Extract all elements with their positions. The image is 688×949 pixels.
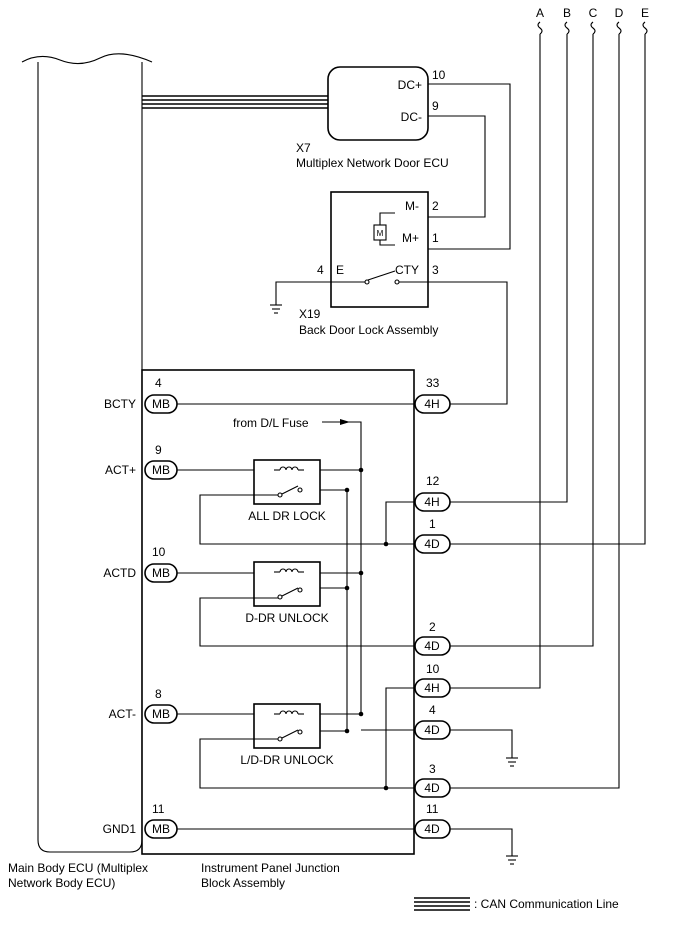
- ground-icon-backdoor: [270, 304, 282, 314]
- back-door-num-2: 2: [432, 199, 439, 213]
- left-pin-4: 4: [155, 376, 162, 390]
- left-conn-mb-10: MB: [152, 566, 170, 580]
- right-pin-10: 10: [426, 662, 440, 676]
- left-conn-mb-9: MB: [152, 463, 170, 477]
- right-conn-4d-1: 4D: [424, 537, 440, 551]
- back-door-pin-e: E: [336, 263, 344, 277]
- jb-junction-dots: [344, 467, 389, 791]
- ground-icon-4d11: [506, 855, 518, 865]
- door-ecu-pin-dcplus: DC+: [398, 78, 422, 92]
- left-pin-11: 11: [152, 802, 165, 816]
- jb-left-signals: BCTY ACT+ ACTD ACT- GND1: [103, 397, 137, 836]
- main-ecu-name-line2: Network Body ECU): [8, 876, 115, 890]
- back-door-code: X19: [299, 307, 321, 321]
- signal-actplus: ACT+: [105, 463, 136, 477]
- lock-motor-label: M: [377, 229, 384, 238]
- can-legend-text: : CAN Communication Line: [474, 897, 619, 911]
- lock-motor-icon: M: [373, 212, 395, 246]
- left-conn-mb-4: MB: [152, 397, 170, 411]
- column-letter-c: C: [589, 6, 598, 20]
- relay-d-dr-unlock-label: D-DR UNLOCK: [245, 611, 328, 625]
- can-legend: : CAN Communication Line: [414, 897, 619, 911]
- jb-left-connectors: MB 4 MB 9 MB 10 MB 8 MB 11: [144, 376, 178, 839]
- left-pin-8: 8: [155, 687, 162, 701]
- signal-bcty: BCTY: [104, 397, 136, 411]
- back-door-lock: M- M+ CTY E 2 1 3 4 M X19 Back Door Lock…: [299, 191, 439, 337]
- relay-ld-dr-unlock: L/D-DR UNLOCK: [240, 703, 334, 767]
- door-ecu-wires: [428, 83, 511, 250]
- right-conn-4d-4: 4D: [424, 723, 440, 737]
- right-pin-1: 1: [429, 517, 436, 531]
- right-conn-4h-10: 4H: [424, 681, 439, 695]
- left-pin-9: 9: [155, 443, 162, 457]
- ground-icon-4d4: [506, 757, 518, 767]
- door-ecu-box: [327, 66, 429, 141]
- back-door-pin-mminus: M-: [405, 199, 419, 213]
- door-ecu-pin-10: 10: [432, 68, 446, 82]
- right-pin-2: 2: [429, 620, 436, 634]
- right-pin-4: 4: [429, 703, 436, 717]
- right-pin-12: 12: [426, 474, 440, 488]
- jb-internal-wiring: [177, 403, 415, 830]
- jb-right-connectors: 4H 33 4H 12 4D 1 4D 2 4H 10 4D 4 4D 3 4D…: [414, 376, 451, 839]
- back-door-num-4: 4: [317, 263, 324, 277]
- junction-block-box: [141, 369, 415, 855]
- back-door-name: Back Door Lock Assembly: [299, 323, 438, 337]
- right-conn-4h-33: 4H: [424, 397, 439, 411]
- right-conn-4d-2: 4D: [424, 639, 440, 653]
- back-door-pin-cty: CTY: [395, 263, 419, 277]
- column-breaks: [537, 21, 648, 35]
- left-conn-mb-11: MB: [152, 822, 170, 836]
- column-letter-b: B: [563, 6, 571, 20]
- column-letter-a: A: [536, 6, 544, 20]
- relay-ld-dr-unlock-label: L/D-DR UNLOCK: [240, 753, 333, 767]
- door-ecu-name: Multiplex Network Door ECU: [296, 156, 449, 170]
- relay-all-dr-lock-label: ALL DR LOCK: [248, 509, 326, 523]
- right-pin-11: 11: [426, 802, 439, 816]
- relay-all-dr-lock: ALL DR LOCK: [248, 459, 326, 523]
- relay-d-dr-unlock: D-DR UNLOCK: [245, 561, 329, 625]
- right-conn-4d-3: 4D: [424, 781, 440, 795]
- back-door-num-1: 1: [432, 231, 439, 245]
- back-door-pin-mplus: M+: [402, 231, 419, 245]
- left-conn-mb-8: MB: [152, 707, 170, 721]
- door-ecu: DC+ DC- 10 9 X7 Multiplex Network Door E…: [296, 66, 449, 170]
- right-conn-4d-11: 4D: [424, 822, 440, 836]
- jb-name-line1: Instrument Panel Junction: [201, 861, 340, 875]
- main-body-ecu-outline: [37, 62, 143, 853]
- back-door-wires: [275, 281, 508, 405]
- signal-gnd1: GND1: [103, 822, 137, 836]
- main-ecu-name-line1: Main Body ECU (Multiplex: [8, 861, 148, 875]
- column-letter-e: E: [641, 6, 649, 20]
- back-door-num-3: 3: [432, 263, 439, 277]
- right-pin-3: 3: [429, 762, 436, 776]
- left-pin-10: 10: [152, 545, 166, 559]
- door-ecu-code: X7: [296, 141, 311, 155]
- column-letters: A B C D E: [536, 6, 649, 20]
- jb-name-line2: Block Assembly: [201, 876, 285, 890]
- fuse-label: from D/L Fuse: [233, 416, 309, 430]
- main-body-ecu: [21, 53, 153, 853]
- signal-actd: ACTD: [103, 566, 136, 580]
- main-body-ecu-break: [21, 53, 153, 65]
- external-wiring: [450, 34, 646, 856]
- right-conn-4h-12: 4H: [424, 495, 439, 509]
- column-letter-d: D: [615, 6, 624, 20]
- can-line: [142, 95, 328, 109]
- signal-actminus: ACT-: [109, 707, 136, 721]
- door-switch-icon: [331, 270, 428, 285]
- right-pin-33: 33: [426, 376, 440, 390]
- door-ecu-pin-9: 9: [432, 99, 439, 113]
- door-ecu-pin-dcminus: DC-: [401, 110, 422, 124]
- back-door-lock-box: [330, 191, 429, 308]
